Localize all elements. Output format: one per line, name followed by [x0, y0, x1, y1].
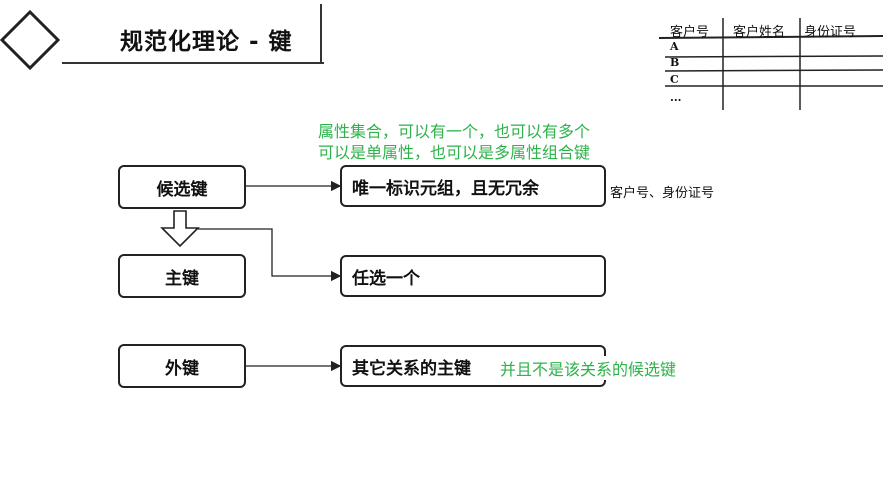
primary-key-description-box: 任选一个 [340, 255, 606, 297]
table-row-label: C [670, 73, 679, 86]
table-row-label: B [670, 56, 680, 69]
title-underline [62, 62, 324, 64]
table-header-customer-name: 客户姓名 [733, 25, 786, 40]
diamond-logo-icon [0, 9, 61, 71]
foreign-key-box: 外键 [118, 344, 246, 388]
candidate-key-description-box: 唯一标识元组，且无冗余 [340, 165, 606, 207]
table-header-id-number: 身份证号 [804, 25, 857, 40]
table-header-customer-id: 客户号 [670, 25, 710, 40]
annotation-attribute-set: 属性集合，可以有一个，也可以有多个 [318, 122, 591, 141]
candidate-key-box: 候选键 [118, 165, 246, 209]
table-row-label: A [670, 40, 679, 53]
annotation-single-or-composite: 可以是单属性，也可以是多属性组合键 [318, 143, 591, 162]
primary-key-box: 主键 [118, 254, 246, 298]
table-grid [658, 18, 884, 110]
title-right-rule [320, 4, 322, 64]
annotation-not-candidate-key: 并且不是该关系的候选键 [498, 356, 677, 380]
page-title: 规范化理论 - 键 [120, 29, 293, 55]
table-row-label: ... [670, 91, 682, 104]
foreign-key-description-label: 其它关系的主键 [352, 358, 471, 379]
candidate-key-example: 客户号、身份证号 [610, 186, 715, 201]
